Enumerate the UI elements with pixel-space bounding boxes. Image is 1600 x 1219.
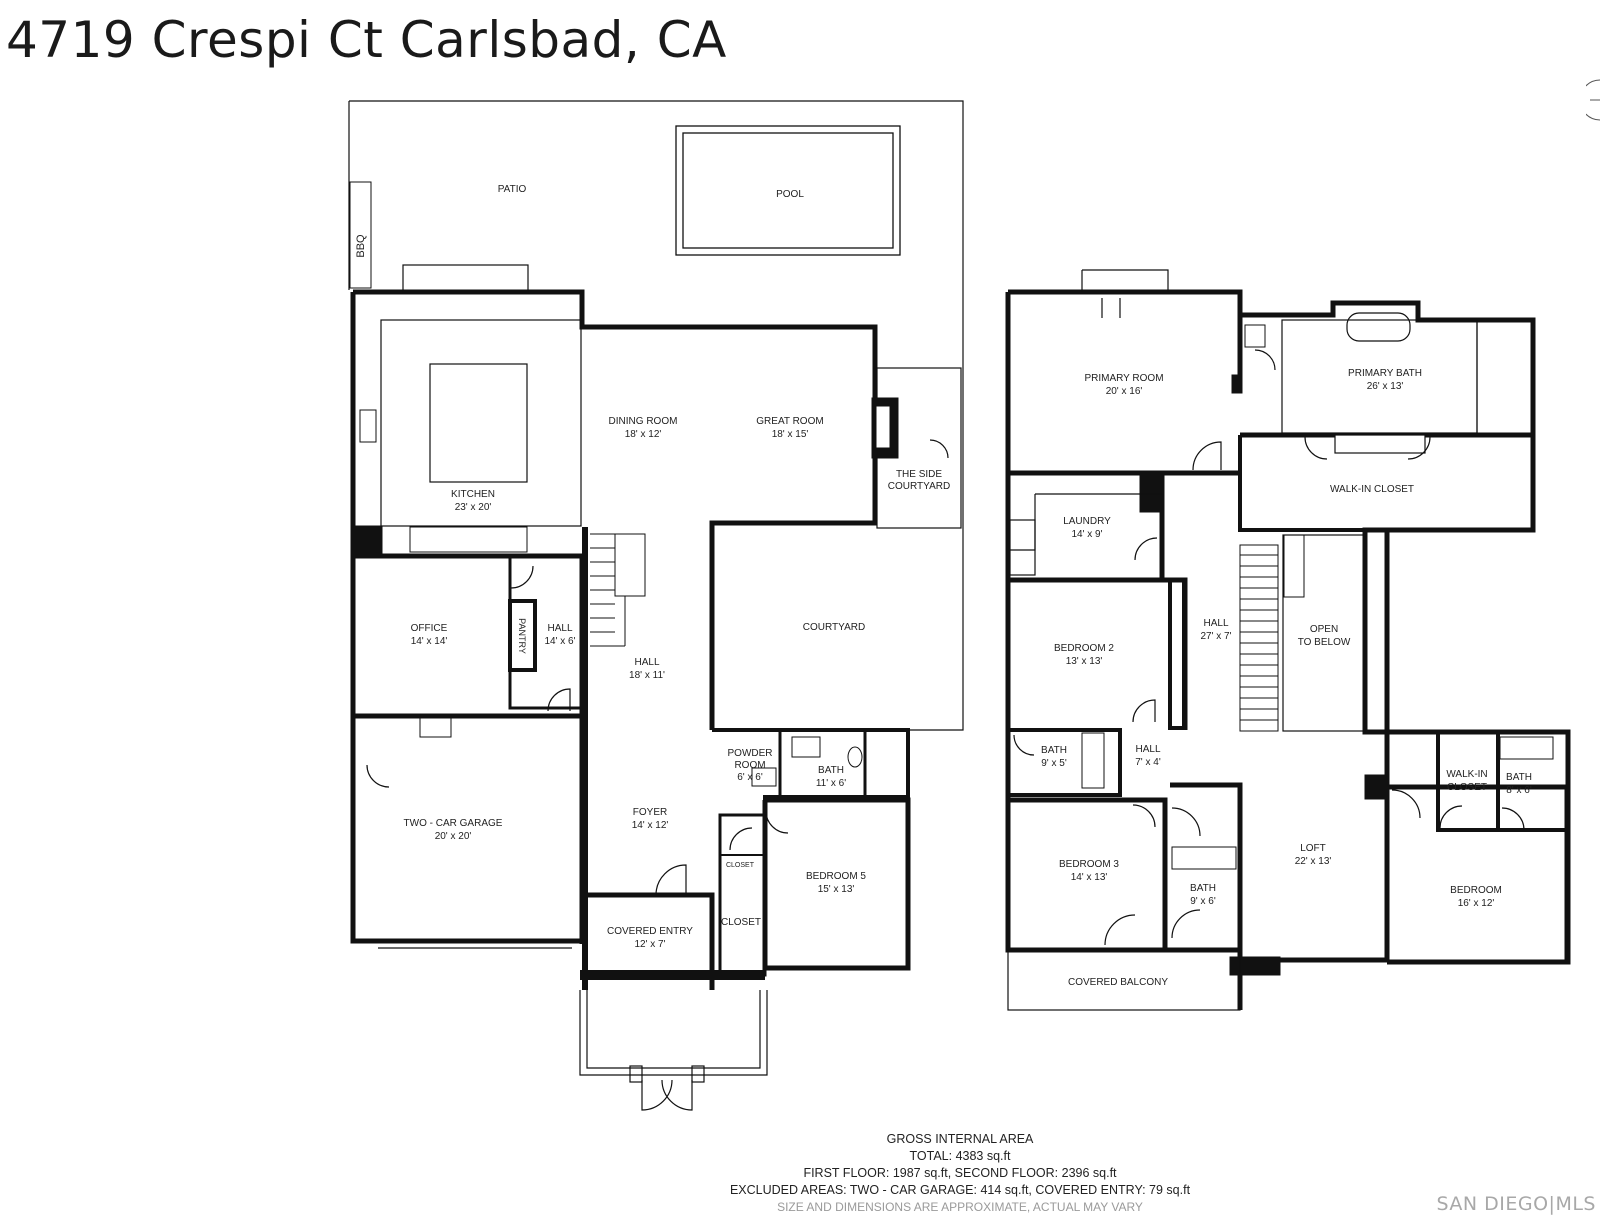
label-primary-room-dims: 20' x 16' [1106,386,1143,397]
label-primary-room: PRIMARY ROOM [1084,373,1163,384]
label-powder-room-dims: 6' x 6' [737,772,763,783]
label-garage-dims: 20' x 20' [435,831,472,842]
label-bedroom-dims: 16' x 12' [1458,898,1495,909]
label-bath-b: BATH [1190,883,1216,894]
mls-watermark: SAN DIEGO|MLS [1436,1193,1596,1215]
open-to-below-box [1282,534,1366,732]
first-floor-stairs [590,533,646,647]
label-bath-c-dims: 8' x 6' [1506,785,1532,796]
area-excluded: EXCLUDED AREAS: TWO - CAR GARAGE: 414 sq… [729,1183,1191,1197]
label-laundry: LAUNDRY [1063,516,1111,527]
label-open-to-below-2: TO BELOW [1298,637,1351,648]
label-hall-small-2f-dims: 7' x 4' [1135,757,1161,768]
label-hall-small-dims: 14' x 6' [544,636,575,647]
pool [675,125,901,256]
label-walk-in-closet-b-1: WALK-IN [1446,769,1487,780]
label-hall-2f: HALL [1203,618,1228,629]
bbq-counter [349,181,372,289]
covered-balcony-box [1007,949,1241,1011]
label-closet: CLOSET [721,917,761,928]
compass-icon [1586,79,1600,121]
area-heading: GROSS INTERNAL AREA [886,1132,1034,1146]
label-side-courtyard-2: COURTYARD [888,481,950,492]
label-side-courtyard-1: THE SIDE [896,469,942,480]
label-bedroom2-dims: 13' x 13' [1066,656,1103,667]
label-great-room: GREAT ROOM [756,416,823,427]
label-courtyard: COURTYARD [803,622,865,633]
label-pantry: PANTRY [517,618,527,654]
label-hall-main: HALL [634,657,659,668]
label-office-dims: 14' x 14' [411,636,448,647]
label-dining-room: DINING ROOM [609,416,678,427]
label-dining-room-dims: 18' x 12' [625,429,662,440]
label-bath-c: BATH [1506,772,1532,783]
area-total: TOTAL: 4383 sq.ft [909,1149,1011,1163]
label-open-to-below-1: OPEN [1310,624,1338,635]
label-walk-in-closet-b-2: CLOSET [1447,782,1487,793]
label-foyer: FOYER [633,807,667,818]
label-loft: LOFT [1300,843,1326,854]
label-closet-small: CLOSET [726,862,755,869]
second-floor-stairs [1239,534,1305,732]
label-loft-dims: 22' x 13' [1295,856,1332,867]
label-foyer-dims: 14' x 12' [632,820,669,831]
label-covered-balcony: COVERED BALCONY [1068,977,1168,988]
label-bedroom2: BEDROOM 2 [1054,643,1114,654]
label-hall-small-2f: HALL [1135,744,1160,755]
area-floors: FIRST FLOOR: 1987 sq.ft, SECOND FLOOR: 2… [803,1166,1117,1180]
label-primary-bath: PRIMARY BATH [1348,368,1422,379]
label-hall-small: HALL [547,623,572,634]
label-covered-entry-dims: 12' x 7' [634,939,665,950]
gross-area-summary: GROSS INTERNAL AREA TOTAL: 4383 sq.ft FI… [640,1131,1280,1216]
label-powder-room-2: ROOM [734,760,765,771]
label-great-room-dims: 18' x 15' [772,429,809,440]
label-pool: POOL [776,189,804,200]
label-office: OFFICE [411,623,448,634]
label-bedroom3-dims: 14' x 13' [1071,872,1108,883]
kitchen-island [429,363,528,483]
label-hall-2f-dims: 27' x 7' [1200,631,1231,642]
label-powder-room-1: POWDER [728,748,773,759]
label-walk-in-closet: WALK-IN CLOSET [1330,484,1414,495]
pantry-box [508,599,537,672]
label-kitchen: KITCHEN [451,489,495,500]
label-bedroom: BEDROOM [1450,885,1502,896]
label-laundry-dims: 14' x 9' [1071,529,1102,540]
label-bath-1f: BATH [818,765,844,776]
label-bbq: BBQ [355,234,367,258]
label-kitchen-dims: 23' x 20' [455,502,492,513]
label-bedroom3: BEDROOM 3 [1059,859,1119,870]
label-bedroom5-dims: 15' x 13' [818,884,855,895]
label-patio: PATIO [498,184,527,195]
page-title: 4719 Crespi Ct Carlsbad, CA [6,11,727,69]
label-garage: TWO - CAR GARAGE [404,818,503,829]
label-bath-a: BATH [1041,745,1067,756]
area-disclaimer: SIZE AND DIMENSIONS ARE APPROXIMATE, ACT… [777,1200,1143,1214]
label-hall-main-dims: 18' x 11' [629,670,665,681]
label-bath-1f-dims: 11' x 6' [816,778,846,789]
label-bath-b-dims: 9' x 6' [1190,896,1216,907]
first-floor-walls [353,289,878,730]
label-primary-bath-dims: 26' x 13' [1367,381,1404,392]
label-bath-a-dims: 9' x 5' [1041,758,1067,769]
label-bedroom5: BEDROOM 5 [806,871,866,882]
label-covered-entry: COVERED ENTRY [607,926,693,937]
